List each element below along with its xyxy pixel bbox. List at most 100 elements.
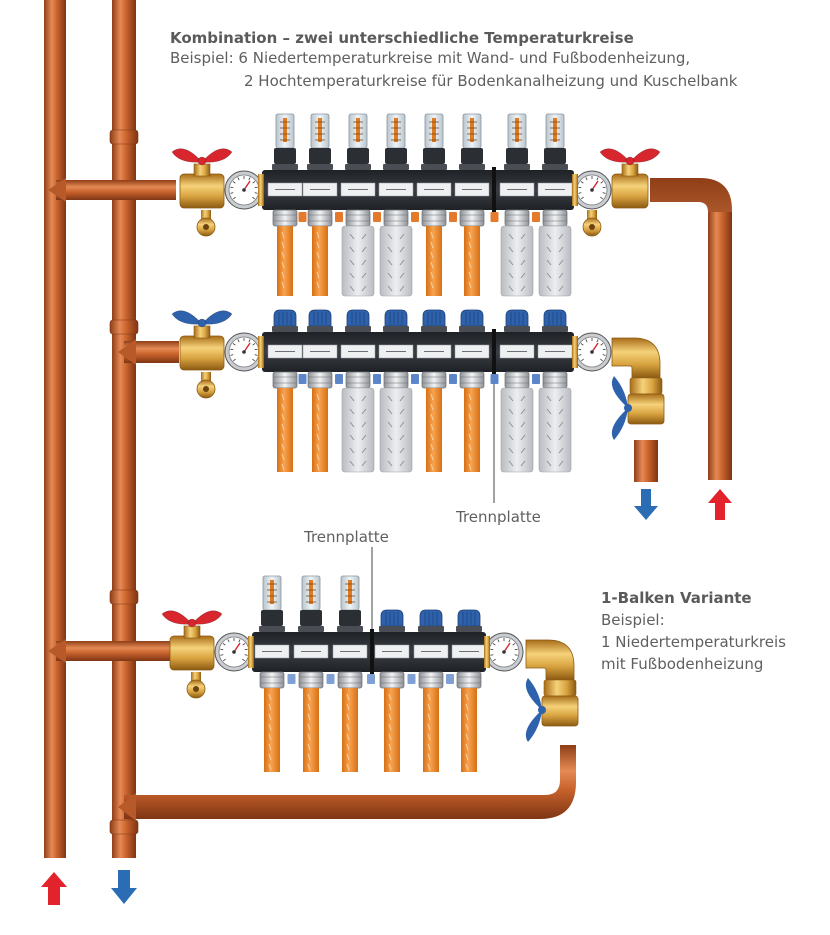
arrow-down-icon bbox=[634, 489, 658, 520]
manifold-bar bbox=[252, 632, 486, 672]
thermometer-gauge-icon bbox=[572, 332, 612, 372]
pipe-coupling bbox=[379, 671, 405, 689]
insulated-pipe bbox=[538, 387, 572, 473]
separator-plate bbox=[370, 629, 374, 675]
bar-end-cap bbox=[572, 336, 578, 368]
pipe-clip bbox=[326, 674, 335, 684]
drain-valve bbox=[582, 210, 602, 237]
pipe-coupling bbox=[383, 209, 409, 227]
drain-valve bbox=[186, 672, 206, 699]
pipe-clip bbox=[335, 212, 343, 222]
heading-line-1: Beispiel: 6 Niedertemperaturkreise mit W… bbox=[170, 49, 691, 67]
heating-pipe bbox=[384, 688, 400, 772]
pipe-clip bbox=[449, 374, 457, 384]
blue-valve-cap bbox=[418, 609, 444, 632]
bar-end-cap bbox=[484, 636, 490, 668]
heating-pipe bbox=[464, 388, 480, 472]
pipe-coupling bbox=[459, 209, 485, 227]
thermometer-gauge-icon bbox=[484, 632, 524, 672]
supply-manifold-top bbox=[171, 113, 661, 297]
heading-title: Kombination – zwei unterschiedliche Temp… bbox=[170, 29, 634, 47]
pipe-clip bbox=[446, 674, 454, 684]
heating-pipe bbox=[264, 688, 280, 772]
pipe-clip bbox=[411, 212, 419, 222]
insulated-pipe bbox=[538, 225, 572, 297]
separator-plate bbox=[492, 167, 496, 213]
heating-pipe bbox=[303, 688, 319, 772]
pipe-clip bbox=[490, 374, 499, 384]
bar-end-cap bbox=[248, 636, 254, 668]
pipe-coupling bbox=[421, 209, 447, 227]
supply-riser-pipe bbox=[44, 0, 66, 858]
insulated-pipe bbox=[341, 387, 375, 473]
thermometer-gauge-icon bbox=[214, 632, 254, 672]
ball-valve bbox=[541, 695, 579, 727]
blue-valve-cap bbox=[421, 309, 447, 332]
flow-meter bbox=[345, 113, 371, 170]
blue-valve-cap bbox=[307, 309, 333, 332]
pipe-clip bbox=[373, 212, 381, 222]
insulated-pipe bbox=[379, 225, 413, 297]
flow-meter bbox=[459, 113, 485, 170]
variant-title: 1-Balken Variante bbox=[601, 589, 752, 607]
flow-meter bbox=[307, 113, 333, 170]
pipe-coupling bbox=[272, 209, 298, 227]
pipe-clip bbox=[490, 212, 499, 222]
butterfly-handle-icon bbox=[171, 148, 233, 166]
insulated-pipe bbox=[341, 225, 375, 297]
brass-union bbox=[543, 679, 577, 697]
heating-pipe bbox=[426, 226, 442, 296]
trennplatte-label-right: Trennplatte bbox=[456, 508, 541, 526]
brass-elbow bbox=[525, 639, 575, 681]
blue-valve-cap bbox=[456, 609, 482, 632]
single-bar-manifold bbox=[161, 575, 524, 772]
thermometer-gauge-icon bbox=[224, 332, 264, 372]
pipe-coupling bbox=[504, 371, 530, 389]
heading-line-2: 2 Hochtemperaturkreise für Bodenkanalhei… bbox=[244, 72, 738, 90]
pipe-coupling bbox=[542, 209, 568, 227]
butterfly-handle-icon bbox=[161, 610, 223, 628]
heating-pipe bbox=[464, 226, 480, 296]
pipe-coupling bbox=[337, 671, 363, 689]
flow-meter bbox=[298, 575, 324, 632]
butterfly-handle-icon bbox=[525, 678, 546, 742]
blue-valve-cap bbox=[379, 609, 405, 632]
pipe-clip bbox=[373, 374, 381, 384]
heating-pipe bbox=[277, 388, 293, 472]
ball-valve bbox=[161, 610, 223, 671]
pipe-coupling bbox=[456, 671, 482, 689]
flow-meter bbox=[259, 575, 285, 632]
heating-pipe bbox=[461, 688, 477, 772]
pipe-coupling bbox=[345, 371, 371, 389]
variant-line-1: Beispiel: bbox=[601, 611, 665, 629]
arrow-up-icon bbox=[708, 489, 732, 520]
pipe-coupling bbox=[421, 371, 447, 389]
right-return-pipe bbox=[634, 440, 658, 482]
pipe-coupling bbox=[383, 371, 409, 389]
pipe-clip bbox=[407, 674, 416, 684]
pipe-clip bbox=[298, 374, 307, 384]
right-elbow-valve-bottom bbox=[525, 639, 579, 742]
pipe-coupling bbox=[298, 671, 324, 689]
heating-pipe bbox=[277, 226, 293, 296]
pipe-coupling bbox=[307, 209, 333, 227]
bar-end-cap bbox=[572, 174, 578, 206]
blue-valve-cap bbox=[383, 309, 409, 332]
return-riser-pipe bbox=[109, 0, 139, 858]
pipe-clip bbox=[411, 374, 419, 384]
blue-valve-cap bbox=[542, 309, 568, 332]
pipe-coupling bbox=[345, 209, 371, 227]
blue-valve-cap bbox=[504, 309, 530, 332]
bar-end-cap bbox=[258, 336, 264, 368]
pipe-coupling bbox=[542, 371, 568, 389]
heating-pipe bbox=[426, 388, 442, 472]
right-supply-pipe bbox=[650, 178, 732, 480]
pipe-coupling bbox=[272, 371, 298, 389]
pipe-clip bbox=[287, 674, 296, 684]
pipe-coupling bbox=[504, 209, 530, 227]
butterfly-handle-icon bbox=[171, 310, 233, 328]
arrow-up-icon bbox=[41, 872, 67, 905]
return-branch-middle bbox=[118, 339, 179, 365]
flow-meter bbox=[272, 113, 298, 170]
